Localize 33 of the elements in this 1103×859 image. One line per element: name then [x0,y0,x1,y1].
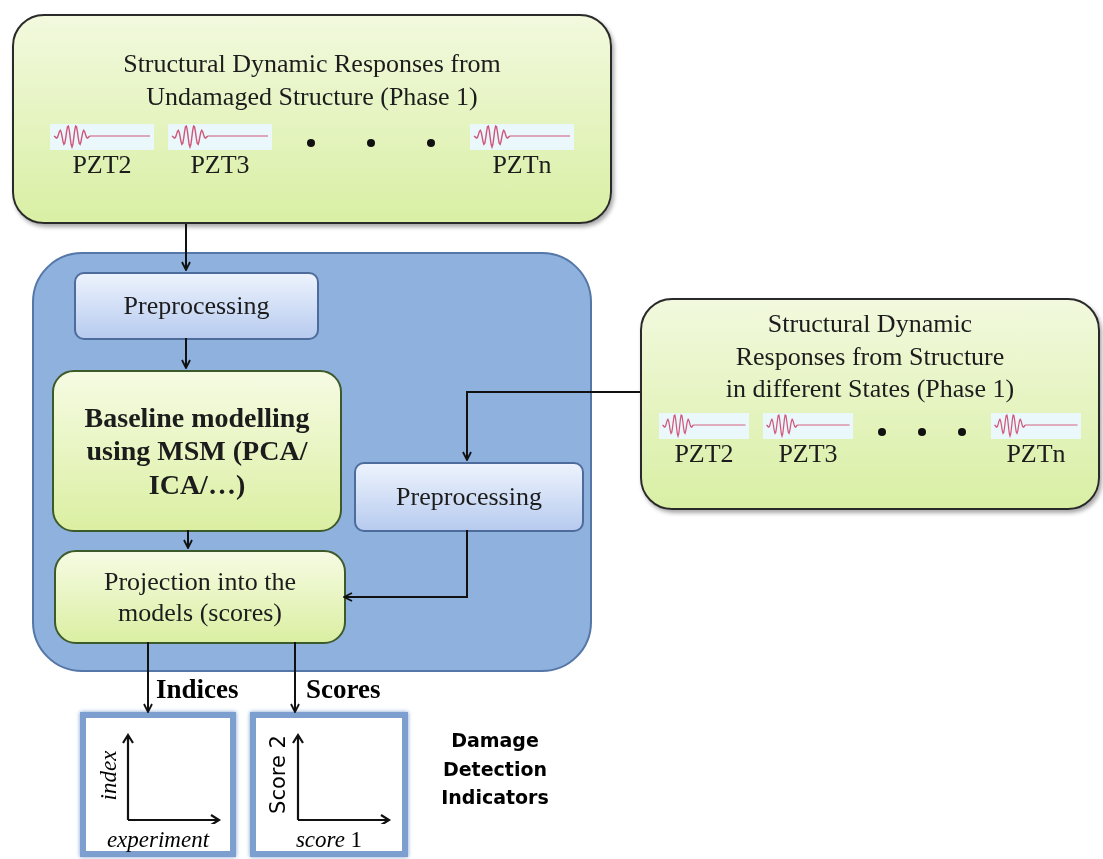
plot-box [80,712,236,857]
plot-box [250,712,408,857]
process-box [354,462,584,532]
sensor-label: PZT3 [190,151,250,180]
sensor-label: PZT2 [674,439,734,469]
process-box [52,370,342,532]
process-box [74,272,319,340]
arrow [343,529,468,602]
box-title: Structural Dynamic Responses from Structure in different States (Phase 1) [724,308,1016,405]
sensor-label: PZTn [492,151,552,180]
axis-label: experiment [105,828,211,851]
axis-label: index [96,749,120,803]
arrow [462,391,641,461]
process-panel [32,252,592,672]
box-text: Baseline modelling using MSM (PCA/ ICA/…) [83,400,311,502]
arrow [181,223,191,271]
data-box [640,298,1100,510]
box-text: Projection into the models (scores) [102,565,298,629]
box-title: Structural Dynamic Responses from Undamaged Structure (Phase 1) [122,48,502,113]
arrow [143,641,153,713]
box-text: Preprocessing [395,481,543,513]
sensor-label: PZTn [1006,439,1066,469]
axis-label: Score 2 [267,734,289,815]
axis-label: score 1 [294,828,364,851]
arrow [290,641,300,713]
box-text: Preprocessing [122,290,271,322]
arrow [181,337,191,369]
arrow [183,529,193,549]
note-text: Damage Detection Indicators [440,728,550,810]
data-box [12,14,612,224]
sensor-label: PZT2 [72,151,132,180]
process-box [54,550,346,644]
sensor-label: PZT3 [778,439,838,469]
